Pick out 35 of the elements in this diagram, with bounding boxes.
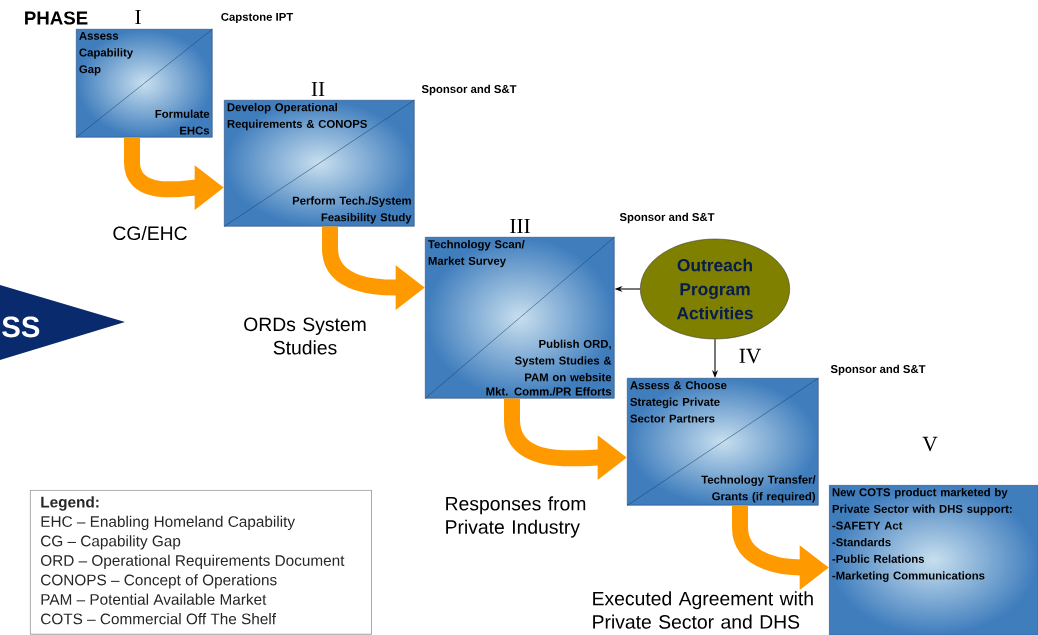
box-text: Formulate EHCs — [155, 109, 210, 135]
legend-entry: ORD – Operational Requirements Document — [41, 554, 345, 569]
owner-label: Capstone IPT — [221, 12, 294, 24]
list-item: -Standards — [832, 537, 891, 547]
box-heading: New COTS product marketed by Private Sector with DHS support: — [832, 487, 1012, 516]
edge-label: ORDs System Studies — [244, 317, 366, 355]
list-item: -Marketing Communications — [832, 571, 985, 582]
legend-entry: PAM – Potential Available Market — [41, 593, 267, 605]
phase-numeral: II — [311, 82, 325, 96]
box-text: Perform Tech./System Feasibility Study — [292, 196, 412, 224]
box-text: Develop Operational Requirements & CONOPS — [227, 102, 367, 131]
legend-entry: CG – Capability Gap — [41, 535, 181, 550]
phase-numeral: I — [135, 10, 141, 24]
box-text: Mkt. Comm./PR Efforts — [486, 387, 612, 396]
legend-entry: CONOPS – Concept of Operations — [41, 574, 277, 589]
edge-label: CG/EHC — [113, 225, 187, 241]
box-text: Publish ORD, System Studies & PAM on website — [514, 339, 612, 382]
legend-entry: COTS – Commercial Off The Shelf — [41, 613, 277, 625]
list-item: -Public Relations — [832, 554, 925, 563]
legend-heading: Legend: — [41, 496, 99, 511]
phase-numeral: V — [922, 436, 938, 452]
box-text: Technology Transfer/ Grants (if required) — [701, 475, 816, 503]
edge-label: Executed Agreement with Private Sector and DHS — [593, 591, 813, 629]
owner-label: Sponsor and S&T — [830, 364, 926, 376]
legend-entry: EHC – Enabling Homeland Capability — [41, 515, 295, 531]
box-text: Assess & Choose Strategic Private Sector Partners — [630, 380, 727, 423]
phase-numeral: III — [510, 219, 530, 233]
phase-heading: PHASE — [25, 11, 88, 25]
owner-label: Sponsor and S&T — [421, 84, 517, 96]
box-text: Assess Capability Gap — [79, 31, 134, 76]
edge-label: Responses from Private Industry — [446, 496, 586, 538]
list-item: -SAFETY Act — [832, 521, 903, 530]
phase-numeral: IV — [739, 348, 761, 364]
box-text: Technology Scan/ Market Survey — [428, 239, 525, 268]
owner-label: Sponsor and S&T — [619, 212, 715, 224]
